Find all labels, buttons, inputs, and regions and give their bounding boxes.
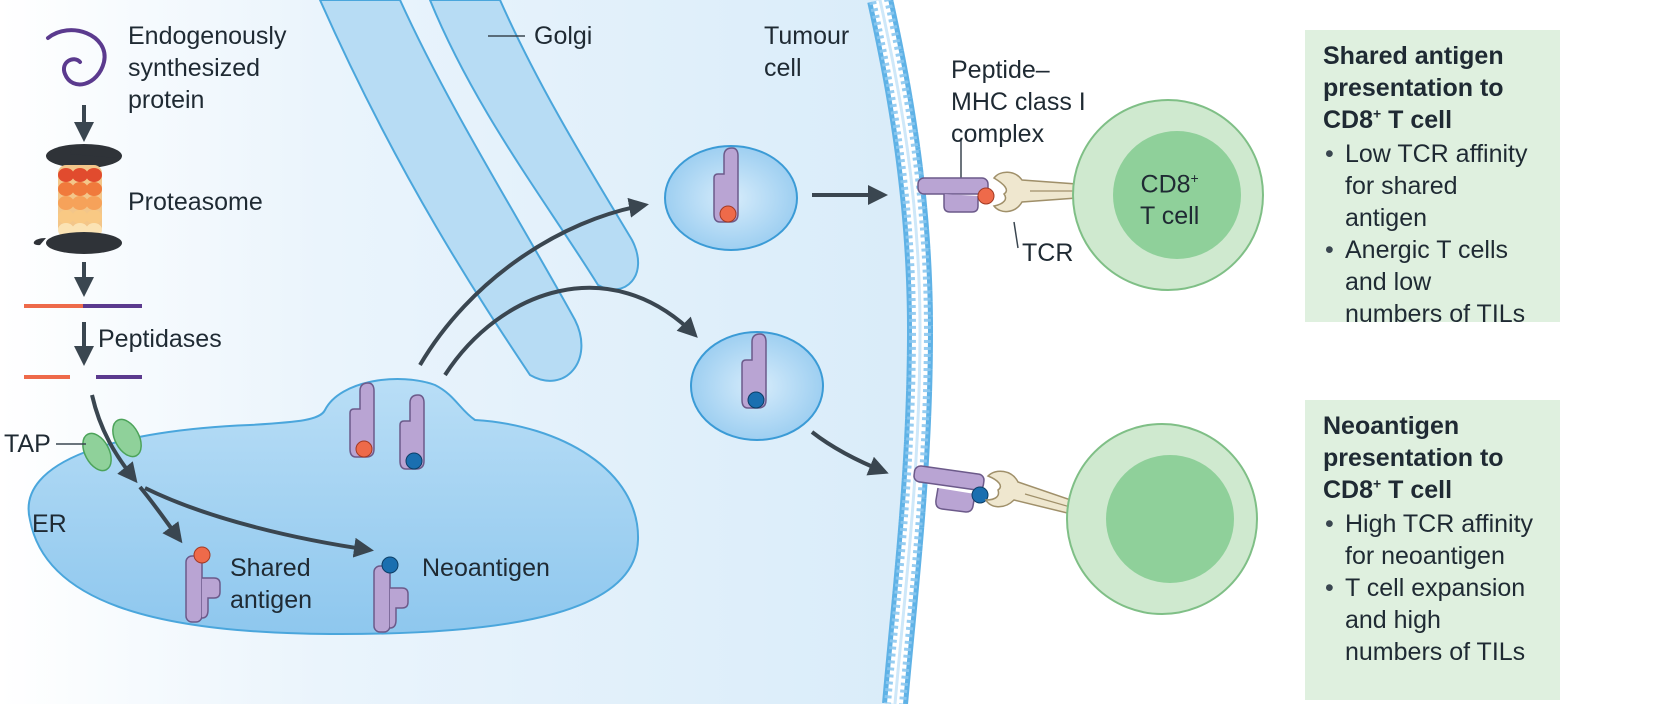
neo-bullet: T cell expansion and high numbers of TIL… xyxy=(1323,572,1546,668)
protein-coil-icon xyxy=(46,28,107,87)
shared-antigen-box: Shared antigen presentation to CD8+ T ce… xyxy=(1305,30,1560,328)
tap-label: TAP xyxy=(4,430,51,458)
shared-box-title: Shared antigen presentation to CD8+ T ce… xyxy=(1323,42,1504,134)
proteasome-label: Proteasome xyxy=(128,188,263,216)
cd8-t-cell-neo xyxy=(1066,423,1258,615)
protein-label: Endogenously synthesized protein xyxy=(128,22,287,114)
shared-bullet: Low TCR affinity for shared antigen xyxy=(1323,138,1546,234)
mhc-shared-vesicle xyxy=(713,147,739,223)
tap-transporter-icon xyxy=(82,418,142,472)
mhc-neo-vesicle xyxy=(741,333,767,409)
peptidases-label: Peptidases xyxy=(98,325,222,353)
neoantigen-box: Neoantigen presentation to CD8+ T cell H… xyxy=(1305,400,1560,700)
mhc-shared-in-er xyxy=(185,546,221,623)
proteasome-icon xyxy=(33,144,122,254)
pathway-arrows xyxy=(74,105,889,558)
surface-pmhc-shared xyxy=(917,177,995,213)
surface-pmhc-neo xyxy=(913,465,989,513)
tcr-leader-line xyxy=(1013,221,1019,249)
cd8-t-cell-label: CD8+ T cell xyxy=(1140,170,1200,231)
neo-box-title: Neoantigen presentation to CD8+ T cell xyxy=(1323,412,1504,504)
tcr-label: TCR xyxy=(1022,239,1074,267)
tumour-cell-label: Tumour cell xyxy=(764,22,850,82)
neo-bullet: High TCR affinity for neoantigen xyxy=(1323,508,1546,572)
shared-bullet: Anergic T cells and low numbers of TILs xyxy=(1323,234,1546,330)
neoantigen-label: Neoantigen xyxy=(422,554,550,582)
golgi xyxy=(318,0,639,382)
endoplasmic-reticulum xyxy=(27,378,640,636)
golgi-label: Golgi xyxy=(534,22,593,50)
cd8-t-cell-shared xyxy=(1072,99,1264,291)
mhc-shared-er-exit xyxy=(349,382,375,458)
cell-membrane xyxy=(867,0,934,704)
shared-antigen-label: Shared antigen xyxy=(230,554,313,614)
mhc-neo-in-er xyxy=(373,556,409,633)
pmhc-label: Peptide– MHC class I complex xyxy=(951,56,1086,148)
er-label: ER xyxy=(32,510,67,538)
mhc-neo-er-exit xyxy=(399,394,425,470)
